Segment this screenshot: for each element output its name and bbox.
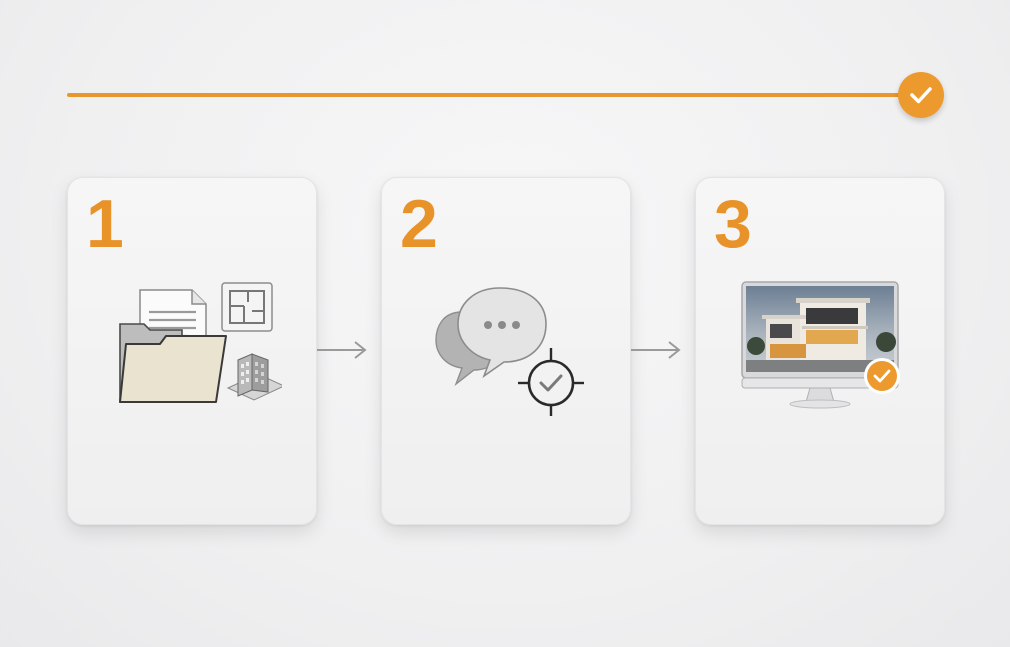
target-icon	[518, 348, 584, 416]
step-card-2: 2	[381, 177, 631, 525]
step-number: 2	[400, 186, 438, 262]
chat-bubbles-icon	[432, 282, 592, 427]
arrow-right-icon	[315, 338, 369, 362]
documents-folder-icon	[112, 278, 286, 418]
step-number: 1	[86, 186, 124, 262]
progress-complete-check-icon	[898, 72, 944, 118]
house-render-image	[762, 298, 870, 362]
step-number: 3	[714, 186, 752, 262]
building-icon	[226, 353, 286, 401]
progress-line	[67, 93, 912, 97]
check-badge-icon	[864, 358, 900, 394]
step-card-3: 3	[695, 177, 945, 525]
blueprint-icon	[221, 282, 273, 332]
arrow-right-icon	[629, 338, 683, 362]
step-card-1: 1	[67, 177, 317, 525]
monitor-icon	[740, 280, 910, 427]
